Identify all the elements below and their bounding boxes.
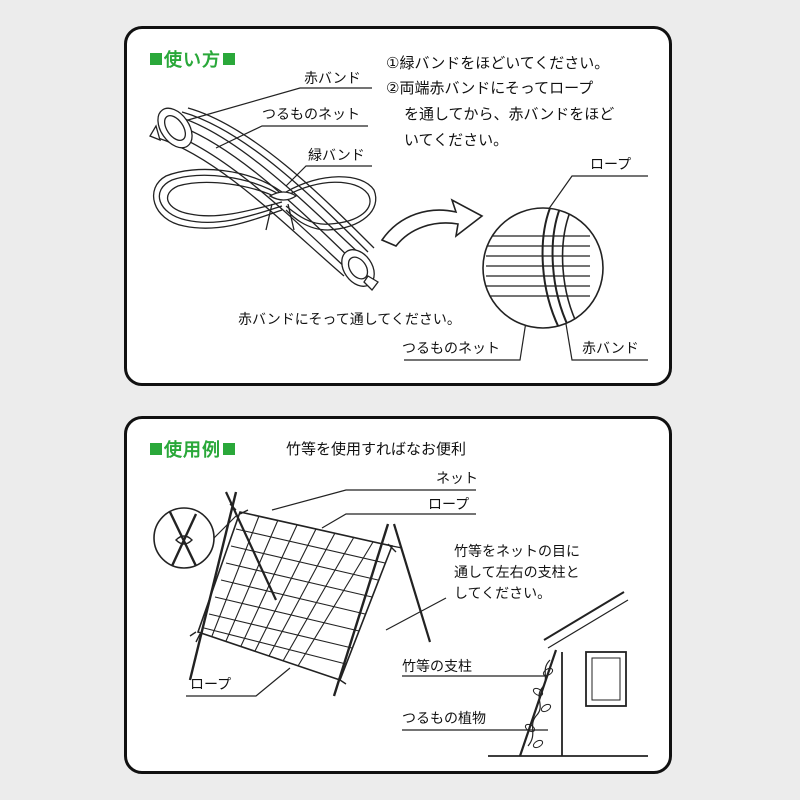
note-line-2: 通して左右の支柱と [454, 565, 580, 581]
net-on-poles-illustration [188, 491, 432, 697]
step-2-line-2: を通してから、赤バンドをほど [404, 105, 615, 123]
label-red-band: 赤バンド [304, 71, 361, 87]
title-square-icon [150, 443, 162, 455]
bottom-leader-lines [186, 489, 548, 731]
example-panel [124, 416, 672, 774]
step-2-line-1: ②両端赤バンドにそってロープ [386, 79, 594, 97]
label-vine-net: つるものネット [262, 107, 360, 123]
step-2-line-3: いてください。 [404, 131, 509, 149]
label-green-band: 緑バンド [308, 148, 365, 164]
example-subtitle: 竹等を使用すればなお便利 [286, 440, 467, 458]
title-square-icon [223, 443, 235, 455]
bundled-net-illustration [149, 107, 379, 291]
note-line-3: してください。 [454, 586, 552, 602]
instruction-text: 赤バンドにそって通してください。 [238, 312, 461, 328]
step-1: ①緑バンドをほどいてください。 [386, 54, 610, 72]
tie-detail-icon [153, 507, 237, 569]
label-bamboo-post: 竹等の支柱 [402, 659, 472, 675]
usage-panel [124, 26, 672, 386]
title-square-icon [150, 53, 162, 65]
label-rope-left: ロープ [190, 677, 232, 693]
usage-title: 使い方 [150, 46, 235, 72]
example-title: 使用例 [150, 436, 235, 462]
label-rope-top: ロープ [428, 497, 470, 513]
note-line-1: 竹等をネットの目に [454, 544, 580, 560]
curved-arrow-icon [380, 198, 484, 247]
house-vine-illustration [488, 591, 648, 757]
label-detail-red-band: 赤バンド [582, 341, 639, 357]
label-rope: ロープ [590, 157, 632, 173]
title-square-icon [223, 53, 235, 65]
label-net: ネット [436, 471, 478, 487]
rope-detail-icon [482, 207, 604, 329]
label-vine-plant: つるもの植物 [402, 711, 486, 727]
label-detail-net: つるものネット [402, 341, 500, 357]
